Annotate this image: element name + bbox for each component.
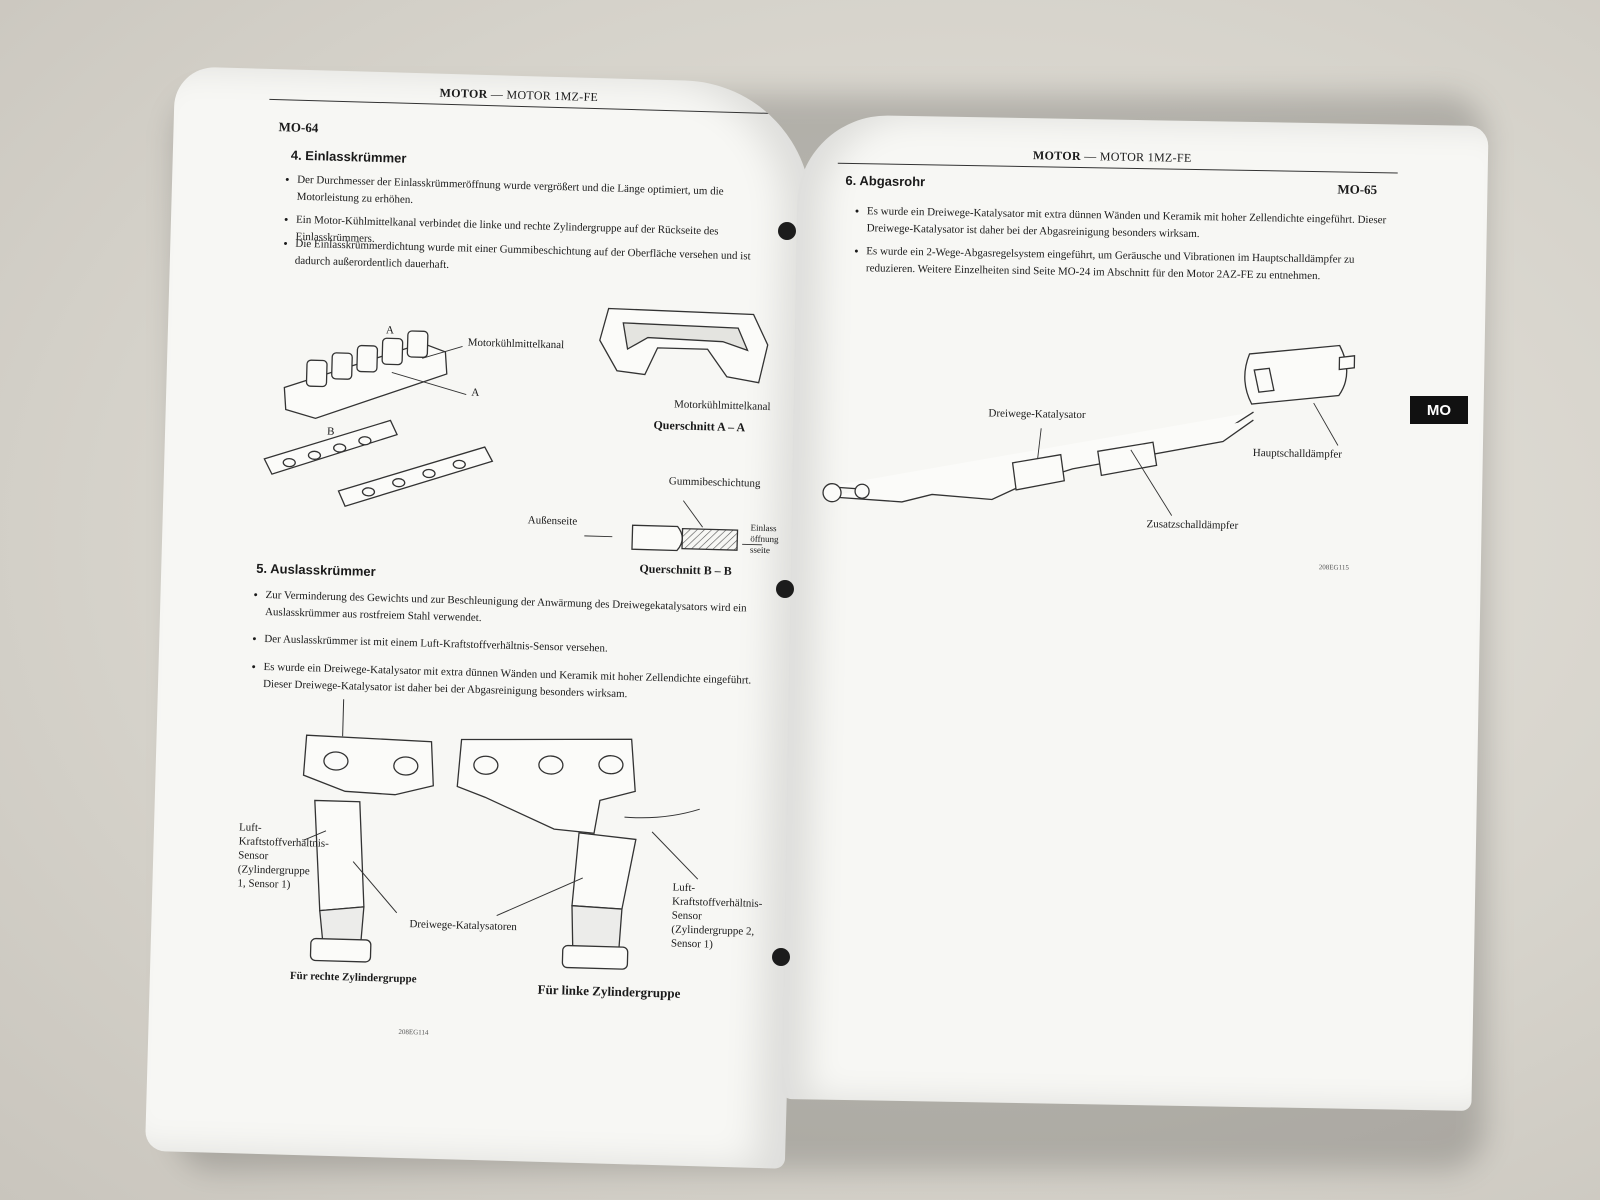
figure-code-right: 208EG115 [1318,563,1349,572]
caption-left-bank: Für linke Zylindergruppe [537,981,681,1001]
section5-bullet-1: Zur Verminderung des Gewichts und zur Be… [265,587,761,635]
label-main-muffler: Hauptschalldämpfer [1252,447,1343,461]
exhaust-manifold-drawing [302,699,700,970]
right-page: MOTOR — MOTOR 1MZ-FE MO-65 6. Abgasrohr … [781,114,1489,1111]
label-inlet-side: Einlassöffnungsseite [749,522,779,556]
binding-ring-2 [776,580,794,598]
exhaust-pipe-drawing [822,344,1356,516]
binding-ring-1 [778,222,796,240]
left-page: MOTOR — MOTOR 1MZ-FE MO-64 4. Einlasskrü… [144,66,816,1169]
figure-code-left: 208EG114 [398,1027,429,1037]
label-af-sensor-bank1: Luft-Kraftstoffverhältnis-Sensor (Zylind… [237,821,330,891]
binding-ring-3 [772,948,790,966]
label-outside: Außenseite [527,514,578,528]
label-sub-muffler: Zusatzschalldämpfer [1146,518,1239,532]
section5-title: 5. Auslasskrümmer [256,560,376,580]
section5-bullet-2: Der Auslasskrümmer ist mit einem Luft-Kr… [264,631,759,662]
label-three-way-catalysts: Dreiwege-Katalysatoren [409,918,518,934]
label-three-way-catalyst: Dreiwege-Katalysator [988,407,1086,422]
label-af-sensor-bank2: Luft-Kraftstoffverhältnis-Sensor (Zylind… [670,881,763,951]
caption-right-bank: Für rechte Zylindergruppe [289,969,417,986]
intake-manifold-drawing [263,307,769,552]
section-tab-mo: MO [1410,396,1468,424]
section5-bullet-3: Es wurde ein Dreiwege-Katalysator mit ex… [263,659,759,707]
caption-section-bb: Querschnitt B – B [639,561,732,579]
